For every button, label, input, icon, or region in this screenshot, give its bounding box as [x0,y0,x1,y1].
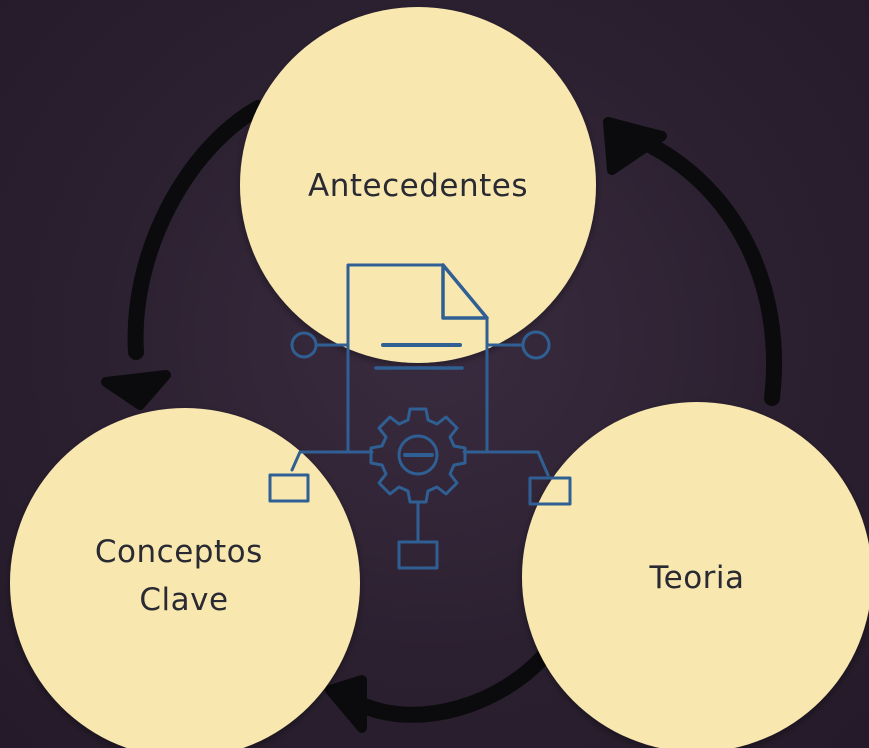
gear-icon [369,407,467,504]
arrow-teoria-to-conceptos [354,647,553,723]
node-conceptos-line-1: Conceptos [95,534,263,570]
arrow-antecedentes-to-conceptos [127,100,266,360]
arrow-teoria-to-antecedentes [632,132,783,406]
connector-node-icon [290,331,318,359]
arrowhead-bottom [325,675,367,733]
node-conceptos-line-2: Clave [139,582,228,618]
node-teoria-line-1: Teoria [648,560,744,596]
cycle-arrows [101,100,783,733]
node-conceptos-label: Conceptos Clave [95,534,273,618]
node-antecedentes-line-1: Antecedentes [308,168,528,204]
arrowhead-antecedentes [603,117,667,175]
document-gear-network-icon [268,263,572,570]
branch-box-icon [397,540,439,570]
node-antecedentes-circle [240,7,596,363]
node-teoria-circle [522,402,869,748]
arrowhead-conceptos [101,370,171,410]
branch-box-icon [528,476,572,506]
branch-line-icon [462,450,550,477]
document-fold-icon [441,263,489,320]
cycle-nodes: Antecedentes Conceptos Clave Teoria [10,7,869,748]
node-antecedentes-label: Antecedentes [308,168,528,204]
node-conceptos-circle [10,408,360,748]
branch-line-icon [290,450,374,472]
branch-box-icon [268,473,310,503]
connector-node-icon [521,330,551,360]
node-teoria-label: Teoria [648,560,744,596]
